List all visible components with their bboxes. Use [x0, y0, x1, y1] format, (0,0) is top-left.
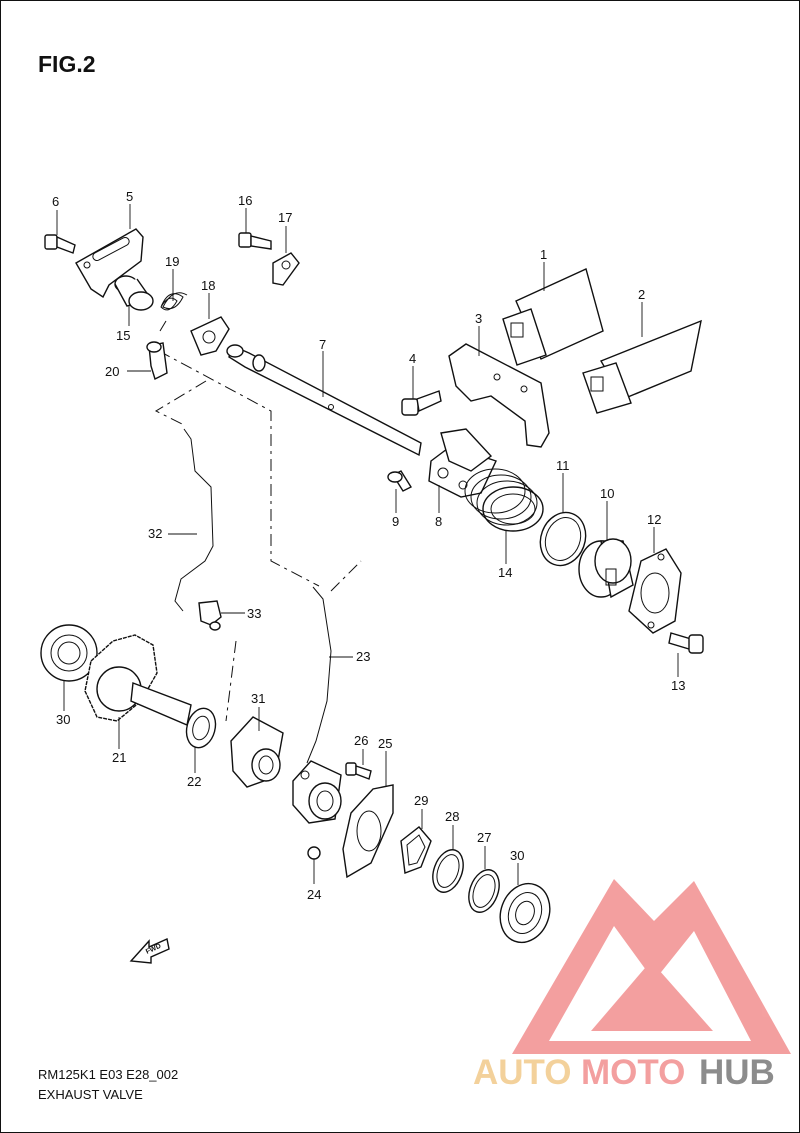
part-7-shaft	[226, 344, 422, 457]
label-part-18: 18	[201, 278, 215, 293]
part-11-oring	[539, 511, 587, 567]
label-part-22: 22	[187, 774, 201, 789]
part-30-bearing-right	[499, 882, 551, 944]
part-1-valve	[502, 268, 604, 366]
part-15-collar	[114, 275, 154, 311]
label-part-6: 6	[52, 194, 59, 209]
label-part-32: 32	[148, 526, 162, 541]
part-28-ring	[432, 849, 464, 893]
part-33-clip	[198, 600, 222, 631]
label-part-28: 28	[445, 809, 459, 824]
part-10-cap	[578, 538, 634, 599]
part-23-lever-assembly	[292, 760, 342, 824]
part-9-screw	[387, 470, 413, 492]
part-19-spring	[159, 292, 188, 332]
assembly-lines	[154, 350, 362, 722]
part-24-ball	[307, 846, 321, 860]
part-25-gasket	[342, 784, 394, 879]
part-6-bolt	[44, 234, 76, 254]
part-32-rod	[174, 428, 214, 612]
label-part-17: 17	[278, 210, 292, 225]
fwd-arrow: FWD	[129, 938, 170, 964]
label-part-27: 27	[477, 830, 491, 845]
part-18-plate	[190, 316, 230, 356]
watermark-brand-hub: HUB	[699, 1053, 775, 1092]
label-part-26: 26	[354, 733, 368, 748]
label-part-20: 20	[105, 364, 119, 379]
watermark-brand-moto: MOTO	[581, 1053, 685, 1092]
label-part-30-left: 30	[56, 712, 70, 727]
part-2-valve	[582, 319, 702, 414]
label-part-31: 31	[251, 691, 265, 706]
diagram-code: RM125K1 E03 E28_002	[38, 1067, 179, 1082]
label-part-5: 5	[126, 189, 133, 204]
part-29-seal	[400, 826, 432, 874]
watermark-triangle-core	[591, 961, 713, 1031]
part-23-rod	[306, 586, 332, 764]
label-part-3: 3	[475, 311, 482, 326]
part-26-screw	[345, 762, 372, 780]
label-part-21: 21	[112, 750, 126, 765]
label-part-14: 14	[498, 565, 512, 580]
label-part-23: 23	[356, 649, 370, 664]
part-30-bearing-left	[40, 624, 98, 682]
label-part-30-right: 30	[510, 848, 524, 863]
label-part-8: 8	[435, 514, 442, 529]
part-5-bracket	[75, 228, 144, 299]
label-part-15: 15	[116, 328, 130, 343]
label-part-29: 29	[414, 793, 428, 808]
label-part-9: 9	[392, 514, 399, 529]
label-part-4: 4	[409, 351, 416, 366]
label-part-33: 33	[247, 606, 261, 621]
label-part-24: 24	[307, 887, 321, 902]
figure-title: FIG.2	[38, 51, 96, 77]
part-17-washer	[272, 252, 300, 286]
part-3-bracket	[448, 343, 550, 448]
label-part-7: 7	[319, 337, 326, 352]
part-27-circlip	[468, 869, 500, 913]
part-13-bolt	[668, 632, 704, 654]
label-part-1: 1	[540, 247, 547, 262]
part-31-holder	[230, 716, 284, 788]
part-22-bearing	[185, 707, 217, 749]
part-number-labels: 6 5 16 17 19 18 15 20 7 4 3 1 2 9 8 14 1…	[52, 189, 685, 902]
label-part-13: 13	[671, 678, 685, 693]
label-part-12: 12	[647, 512, 661, 527]
label-part-11: 11	[556, 458, 570, 473]
part-8-lever	[428, 428, 497, 498]
label-part-25: 25	[378, 736, 392, 751]
part-16-bolt	[238, 232, 272, 250]
label-part-2: 2	[638, 287, 645, 302]
part-21-gear-shaft	[84, 634, 192, 726]
leader-lines	[56, 204, 679, 885]
part-14-spring	[464, 468, 544, 532]
part-20-lever	[146, 341, 168, 380]
watermark-brand-auto: AUTO	[473, 1053, 572, 1092]
label-part-19: 19	[165, 254, 179, 269]
part-4-bolt	[401, 390, 442, 416]
label-part-16: 16	[238, 193, 252, 208]
watermark: AUTO MOTO HUB	[473, 879, 791, 1092]
part-12-gasket	[628, 548, 682, 634]
diagram-caption: EXHAUST VALVE	[38, 1087, 143, 1102]
label-part-10: 10	[600, 486, 614, 501]
